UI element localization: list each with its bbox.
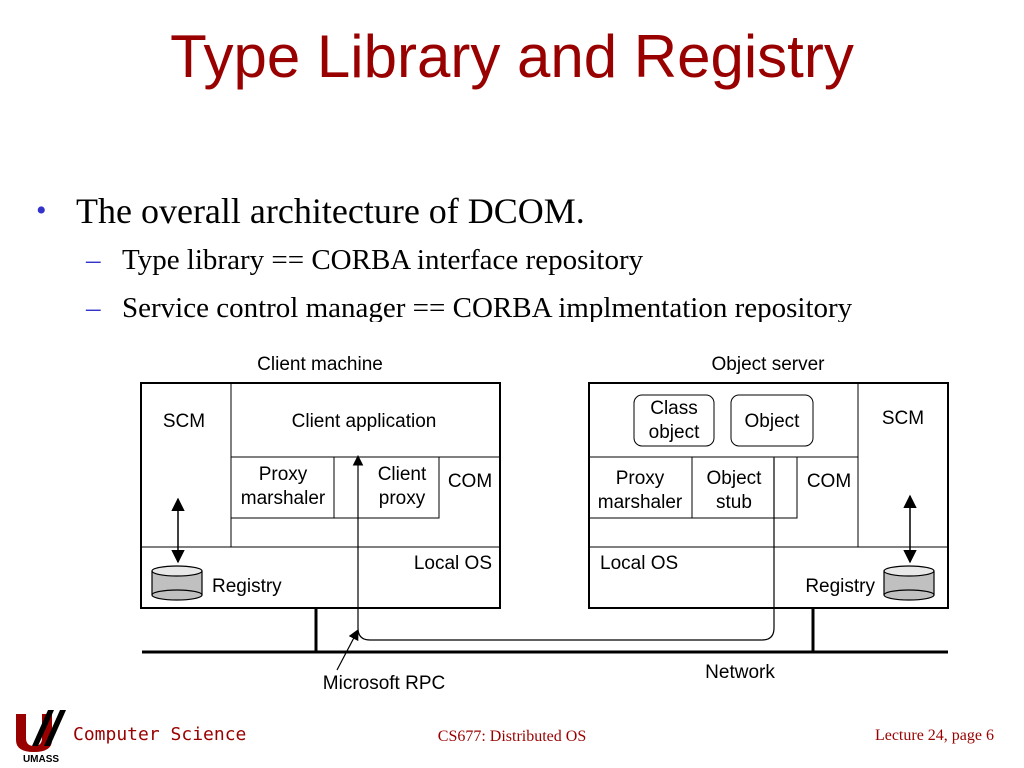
rpc-path-arrow bbox=[352, 454, 775, 641]
client-local-os-label: Local OS bbox=[414, 553, 492, 574]
server-proxy-marshaler-line2: marshaler bbox=[598, 492, 683, 513]
sub-bullet-text: Type library == CORBA interface reposito… bbox=[122, 244, 644, 276]
sub-bullet-item: – Service control manager == CORBA implm… bbox=[30, 284, 1020, 322]
client-registry-cylinder-icon bbox=[151, 565, 203, 601]
client-proxy-line2: proxy bbox=[379, 488, 426, 509]
dcom-architecture-diagram: Client machine Object server SCM Client … bbox=[140, 354, 949, 694]
server-proxy-marshaler-line1: Proxy bbox=[616, 468, 665, 489]
bullet-list: • The overall architecture of DCOM. – Ty… bbox=[30, 186, 1020, 322]
client-proxy-line1: Client bbox=[378, 464, 427, 485]
client-machine-label: Client machine bbox=[257, 354, 383, 375]
object-server-box bbox=[588, 382, 949, 609]
client-application-label: Client application bbox=[292, 411, 437, 432]
logo-text: UMASS bbox=[23, 754, 59, 764]
client-proxy-marshaler-line1: Proxy bbox=[259, 464, 308, 485]
slide-footer: UMASS Computer Science CS677: Distribute… bbox=[0, 700, 1024, 768]
bullet-text: The overall architecture of DCOM. bbox=[76, 191, 585, 231]
microsoft-rpc-label: Microsoft RPC bbox=[323, 673, 445, 694]
dash-icon: – bbox=[86, 292, 101, 322]
client-scm-label: SCM bbox=[163, 411, 205, 432]
client-registry-label: Registry bbox=[212, 576, 282, 597]
server-com-label: COM bbox=[807, 471, 851, 492]
object-server-label: Object server bbox=[712, 354, 826, 375]
bullet-dot-icon: • bbox=[36, 194, 47, 227]
client-machine-box bbox=[140, 382, 501, 609]
object-stub-line1: Object bbox=[707, 468, 763, 489]
client-com-label: COM bbox=[448, 471, 492, 492]
sub-bullet-item: – Type library == CORBA interface reposi… bbox=[30, 236, 1020, 284]
bullet-item: • The overall architecture of DCOM. bbox=[30, 186, 1020, 236]
object-label: Object bbox=[745, 411, 801, 432]
course-label: CS677: Distributed OS bbox=[437, 728, 587, 745]
umass-logo-icon: UMASS bbox=[14, 706, 68, 764]
sub-bullet-text: Service control manager == CORBA implmen… bbox=[122, 292, 853, 322]
server-registry-label: Registry bbox=[805, 576, 875, 597]
client-proxy-marshaler-line2: marshaler bbox=[241, 488, 326, 509]
server-registry-cylinder-icon bbox=[883, 565, 935, 601]
object-stub-line2: stub bbox=[716, 492, 752, 513]
department-label: Computer Science bbox=[73, 724, 247, 745]
class-object-line1: Class bbox=[650, 398, 698, 419]
class-object-line2: object bbox=[649, 422, 700, 443]
page-label: Lecture 24, page 6 bbox=[874, 727, 994, 744]
slide-title: Type Library and Registry bbox=[170, 23, 854, 90]
server-local-os-label: Local OS bbox=[600, 553, 678, 574]
server-scm-label: SCM bbox=[882, 408, 924, 429]
rpc-pointer-arrow bbox=[336, 629, 359, 671]
dash-icon: – bbox=[86, 244, 101, 276]
network-label: Network bbox=[705, 662, 775, 683]
